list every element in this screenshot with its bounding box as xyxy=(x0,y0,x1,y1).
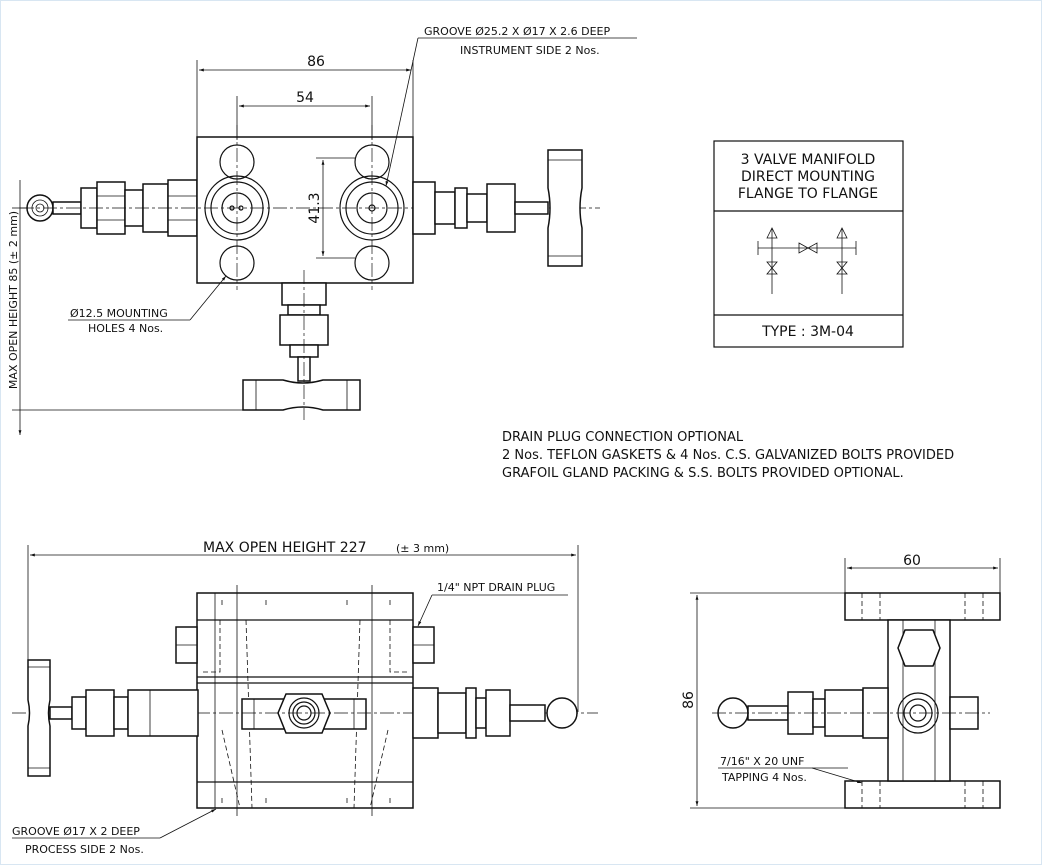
max-open-height-85: MAX OPEN HEIGHT 85 (± 2 mm) xyxy=(7,211,20,389)
note-1: DRAIN PLUG CONNECTION OPTIONAL xyxy=(502,430,744,445)
dim-41-3: 41.3 xyxy=(307,192,323,223)
t-handle-right xyxy=(547,149,583,267)
note-3: GRAFOIL GLAND PACKING & S.S. BOLTS PROVI… xyxy=(502,466,904,481)
drain-plug-side xyxy=(897,629,941,667)
dim-60: 60 xyxy=(903,553,921,569)
title-block: 3 VALVE MANIFOLD DIRECT MOUNTING FLANGE … xyxy=(713,140,904,348)
side-view: 60 86 7/16" X 20 UNF TAPPING 4 Nos. xyxy=(681,553,1001,809)
mounting-holes-qty: HOLES 4 Nos. xyxy=(88,322,163,335)
tapping-qty: TAPPING 4 Nos. xyxy=(721,771,807,784)
type-label: TYPE : 3M-04 xyxy=(761,324,854,340)
dim-86-side: 86 xyxy=(681,691,697,709)
notes: DRAIN PLUG CONNECTION OPTIONAL 2 Nos. TE… xyxy=(502,430,954,481)
bottom-valve-top xyxy=(242,270,361,420)
front-view: MAX OPEN HEIGHT 227 (± 3 mm) xyxy=(12,540,598,856)
top-view: 86 54 41.3 GROOVE Ø25.2 X Ø17 X 2.6 DEEP… xyxy=(7,25,637,435)
groove-instrument-note: GROOVE Ø25.2 X Ø17 X 2.6 DEEP xyxy=(424,25,610,38)
tapping-note: 7/16" X 20 UNF xyxy=(720,755,804,768)
t-handle-front-left xyxy=(27,659,51,777)
groove-process-qty: PROCESS SIDE 2 Nos. xyxy=(25,843,144,856)
max-open-height-tolerance: (± 3 mm) xyxy=(396,542,449,555)
right-valve-top xyxy=(412,149,583,267)
drain-plug-label: 1/4" NPT DRAIN PLUG xyxy=(437,581,555,594)
mounting-holes-note: Ø12.5 MOUNTING xyxy=(70,307,168,320)
dim-54: 54 xyxy=(296,90,314,106)
valve-schematic-icon xyxy=(757,227,857,294)
groove-process-note: GROOVE Ø17 X 2 DEEP xyxy=(12,825,140,838)
max-open-height-227: MAX OPEN HEIGHT 227 xyxy=(203,540,367,556)
note-2: 2 Nos. TEFLON GASKETS & 4 Nos. C.S. GALV… xyxy=(502,448,954,463)
knob-right xyxy=(546,697,578,729)
groove-instrument-qty: INSTRUMENT SIDE 2 Nos. xyxy=(460,44,600,57)
title-line-1: 3 VALVE MANIFOLD xyxy=(741,152,876,168)
title-line-3: FLANGE TO FLANGE xyxy=(738,186,878,202)
manifold-block xyxy=(196,136,414,284)
top-flange xyxy=(844,592,1001,621)
bottom-flange xyxy=(844,780,1001,809)
t-handle-bottom xyxy=(242,379,361,411)
title-line-2: DIRECT MOUNTING xyxy=(741,169,875,185)
dim-86-top: 86 xyxy=(307,54,325,70)
